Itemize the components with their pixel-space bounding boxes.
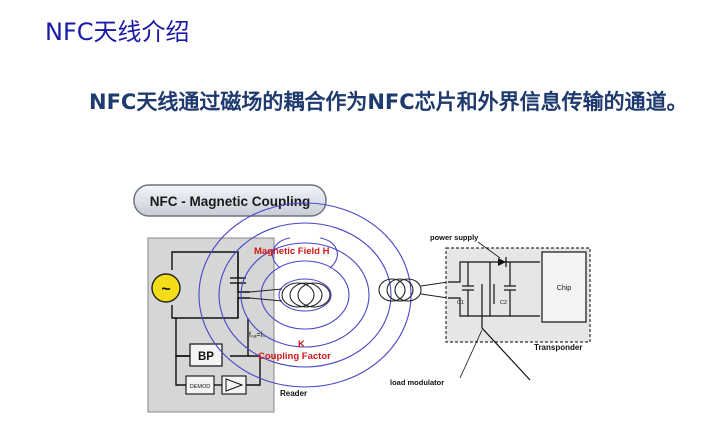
diagram-svg: NFC - Magnetic Coupling Reader ~ BP DEMO…	[133, 184, 591, 413]
k-label: K	[298, 339, 305, 350]
bp-box	[189, 343, 223, 367]
badge-label: NFC - Magnetic Coupling	[150, 194, 310, 209]
load-modulator-label: load modulator	[390, 378, 444, 387]
body-paragraph: NFC天线通过磁场的耦合作为NFC芯片和外界信息传输的通道。	[89, 90, 688, 114]
reader-antenna-coil	[249, 282, 331, 308]
slide-title: NFC天线介绍	[45, 18, 190, 46]
source-tilde: ~	[161, 281, 170, 298]
c1-label: C1	[457, 300, 464, 306]
amplifier-icon	[225, 378, 244, 392]
coupling-factor-label: Coupling Factor	[258, 351, 331, 362]
chip-label: Chip	[557, 285, 572, 292]
bp-label: BP	[198, 351, 214, 363]
c2-label: C2	[500, 300, 507, 306]
transponder-antenna-coil	[378, 278, 449, 302]
demod-label: DEMOD	[190, 384, 211, 390]
chip-box	[541, 251, 587, 323]
ac-source-icon	[151, 273, 181, 303]
diode-icon	[498, 258, 506, 266]
power-supply-label: power supply	[430, 233, 479, 242]
diagram-badge: NFC - Magnetic Coupling	[133, 184, 327, 217]
frequency-label: f₀ₐ=fₕ	[249, 332, 265, 339]
transponder-label: Transponder	[534, 343, 582, 352]
amplifier-box	[221, 375, 247, 395]
nfc-coupling-diagram: NFC - Magnetic Coupling Reader ~ BP DEMO…	[130, 180, 600, 424]
demod-box	[185, 375, 215, 395]
reader-label: Reader	[280, 389, 307, 398]
magnetic-field-label: Magnetic Field H	[254, 246, 330, 257]
reader-circuit	[171, 251, 261, 386]
